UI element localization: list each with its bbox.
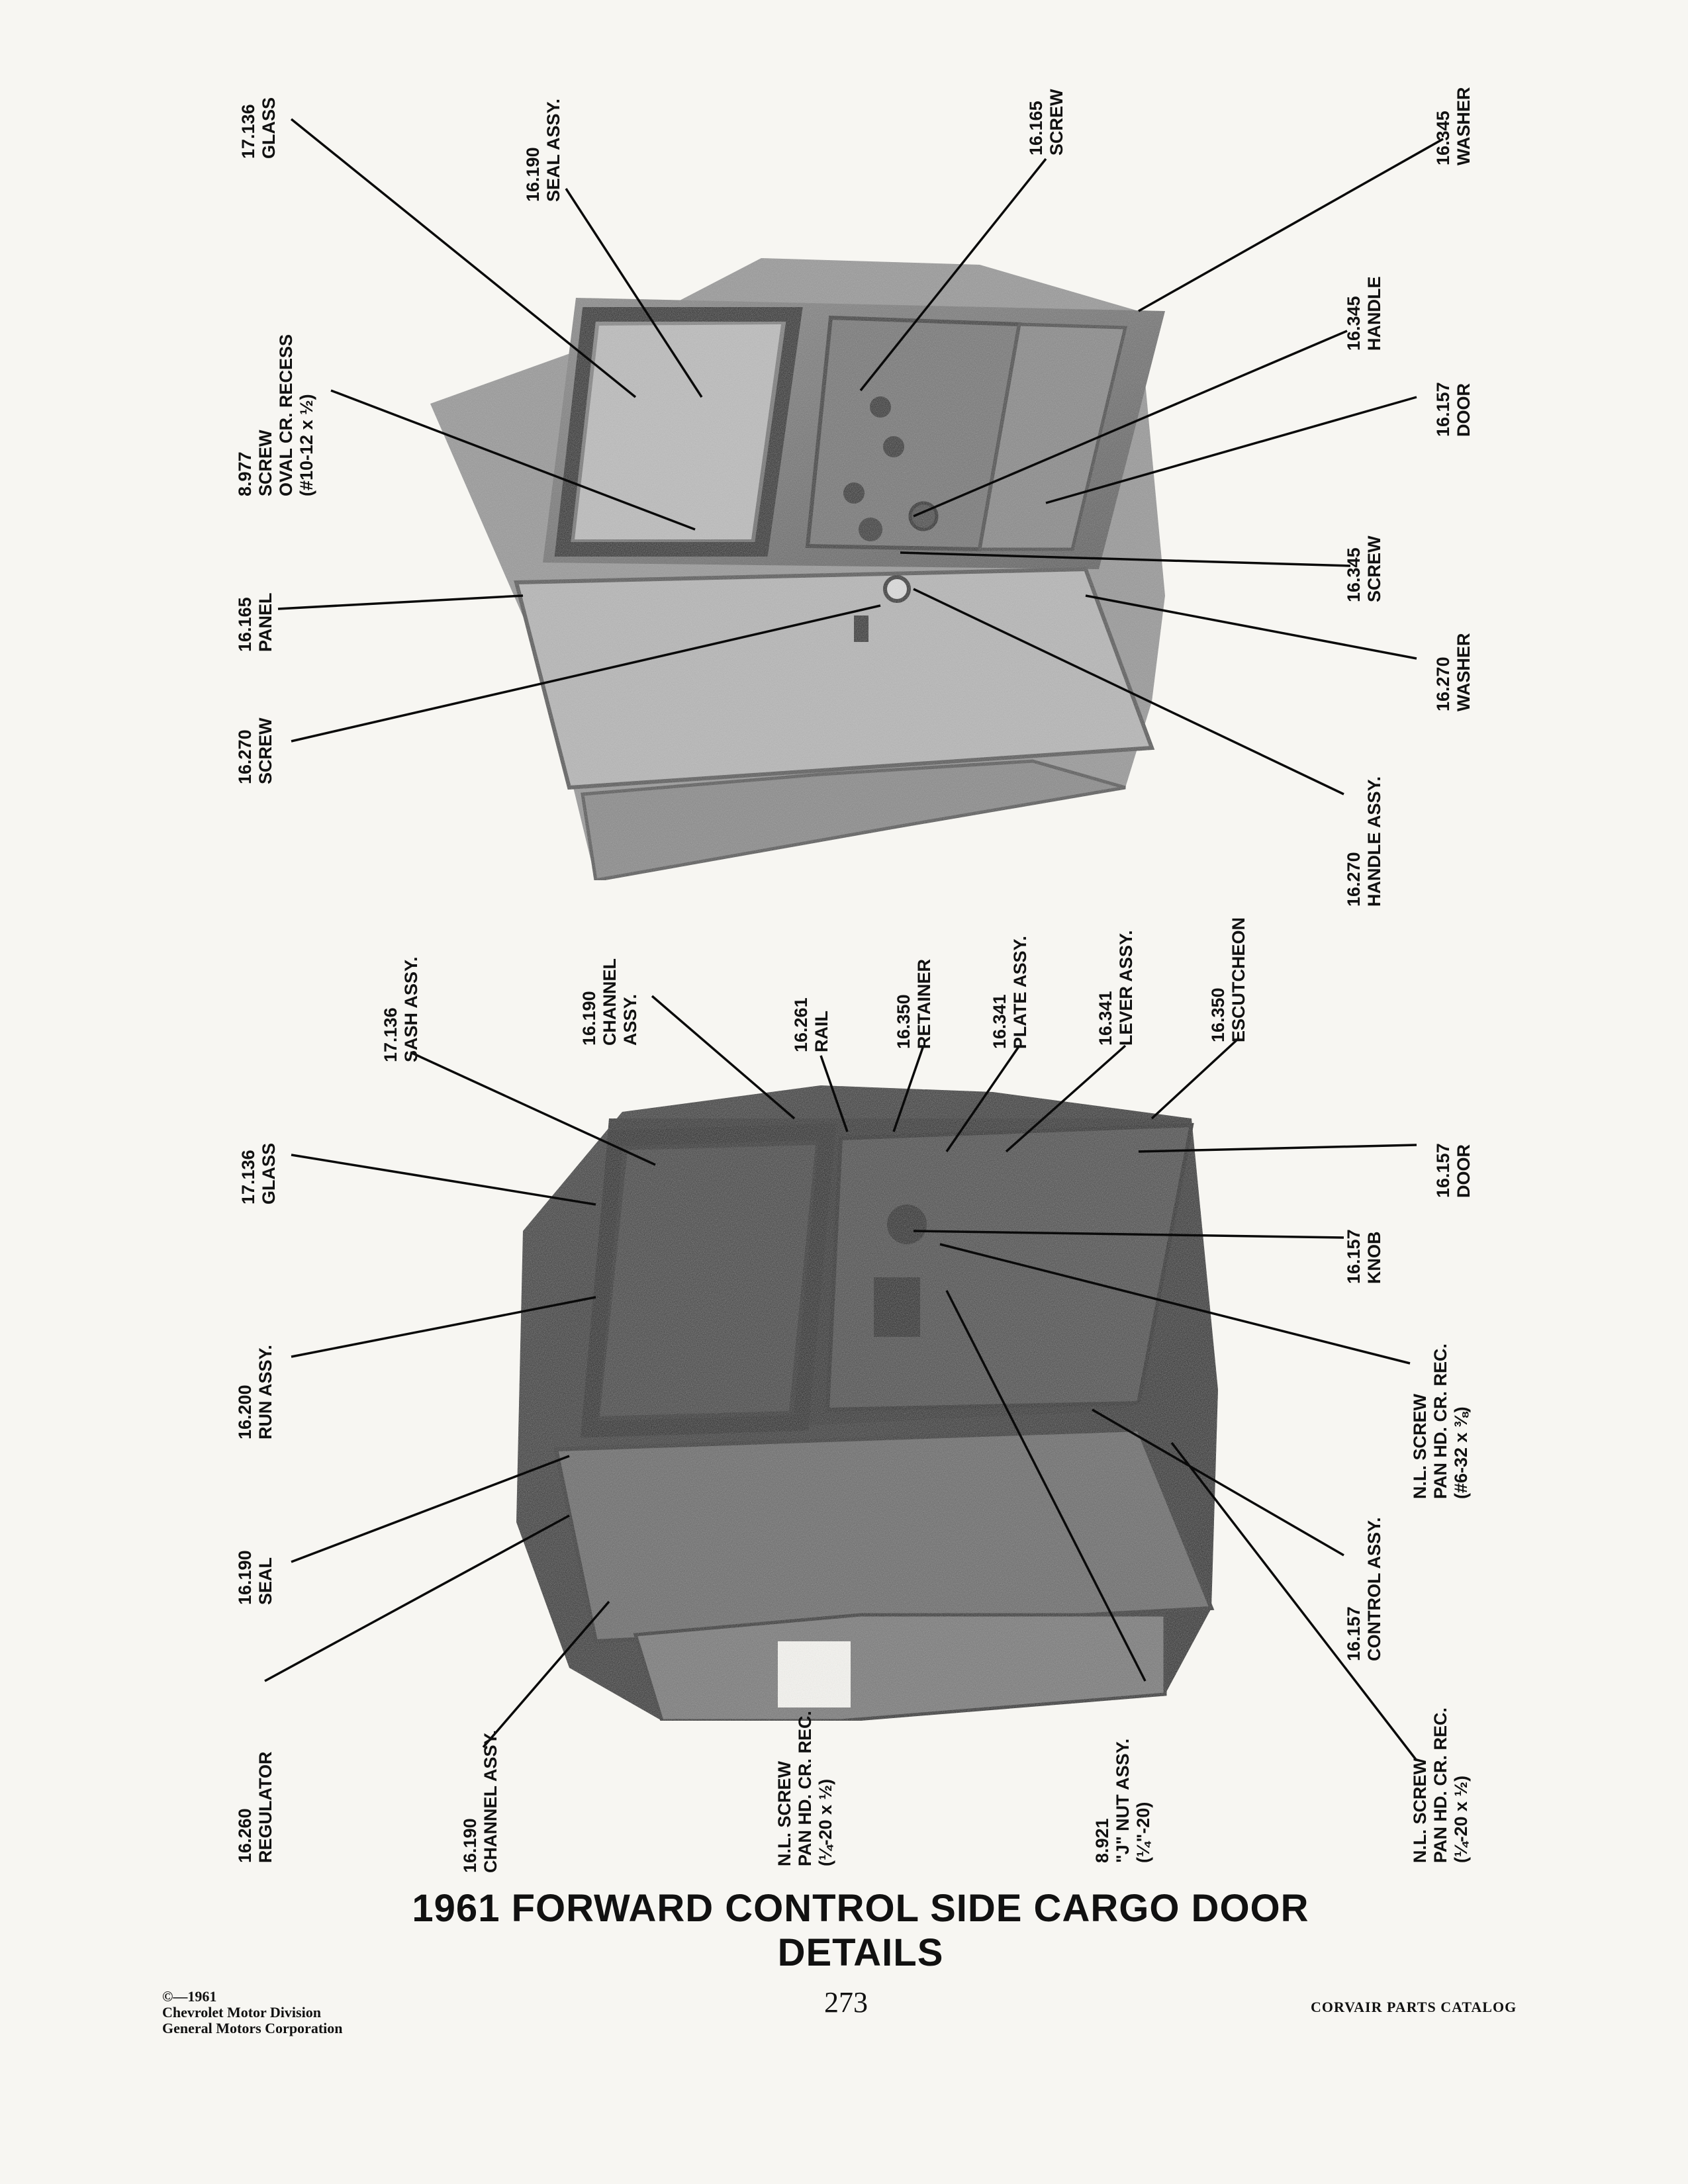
upper-door-skin	[978, 322, 1128, 551]
lower-floor-recess	[633, 1613, 1167, 1723]
lower-window-frame	[580, 1123, 837, 1438]
copyright-corporation: General Motors Corporation	[162, 2020, 343, 2036]
lower-door-skin	[825, 1122, 1194, 1412]
copyright-block: ©—1961 Chevrolet Motor Division General …	[162, 1989, 343, 2036]
page-title: 1961 FORWARD CONTROL SIDE CARGO DOOR DET…	[412, 1887, 1309, 1974]
upper-leader-lines	[277, 118, 1444, 796]
copyright-year: ©—1961	[162, 1988, 217, 2005]
copyright-division: Chevrolet Motor Division	[162, 2004, 321, 2021]
upper-window-frame	[554, 307, 803, 557]
lower-sill	[553, 1427, 1215, 1644]
catalog-name: CORVAIR PARTS CATALOG	[1311, 1999, 1517, 2015]
upper-door-figure	[430, 258, 1165, 882]
lower-leader-lines	[264, 995, 1418, 1762]
upper-floor-recess	[581, 759, 1126, 882]
upper-sill	[514, 567, 1155, 790]
page-number: 273	[824, 1986, 868, 2019]
label-j-nut: 8.921"J" NUT ASSY.(¼"-20)	[1092, 1738, 1153, 1863]
upper-window-glass	[575, 324, 781, 539]
lower-door-figure	[516, 1085, 1218, 1723]
lower-label-patch	[778, 1641, 851, 1707]
lower-window-glass	[600, 1145, 816, 1416]
